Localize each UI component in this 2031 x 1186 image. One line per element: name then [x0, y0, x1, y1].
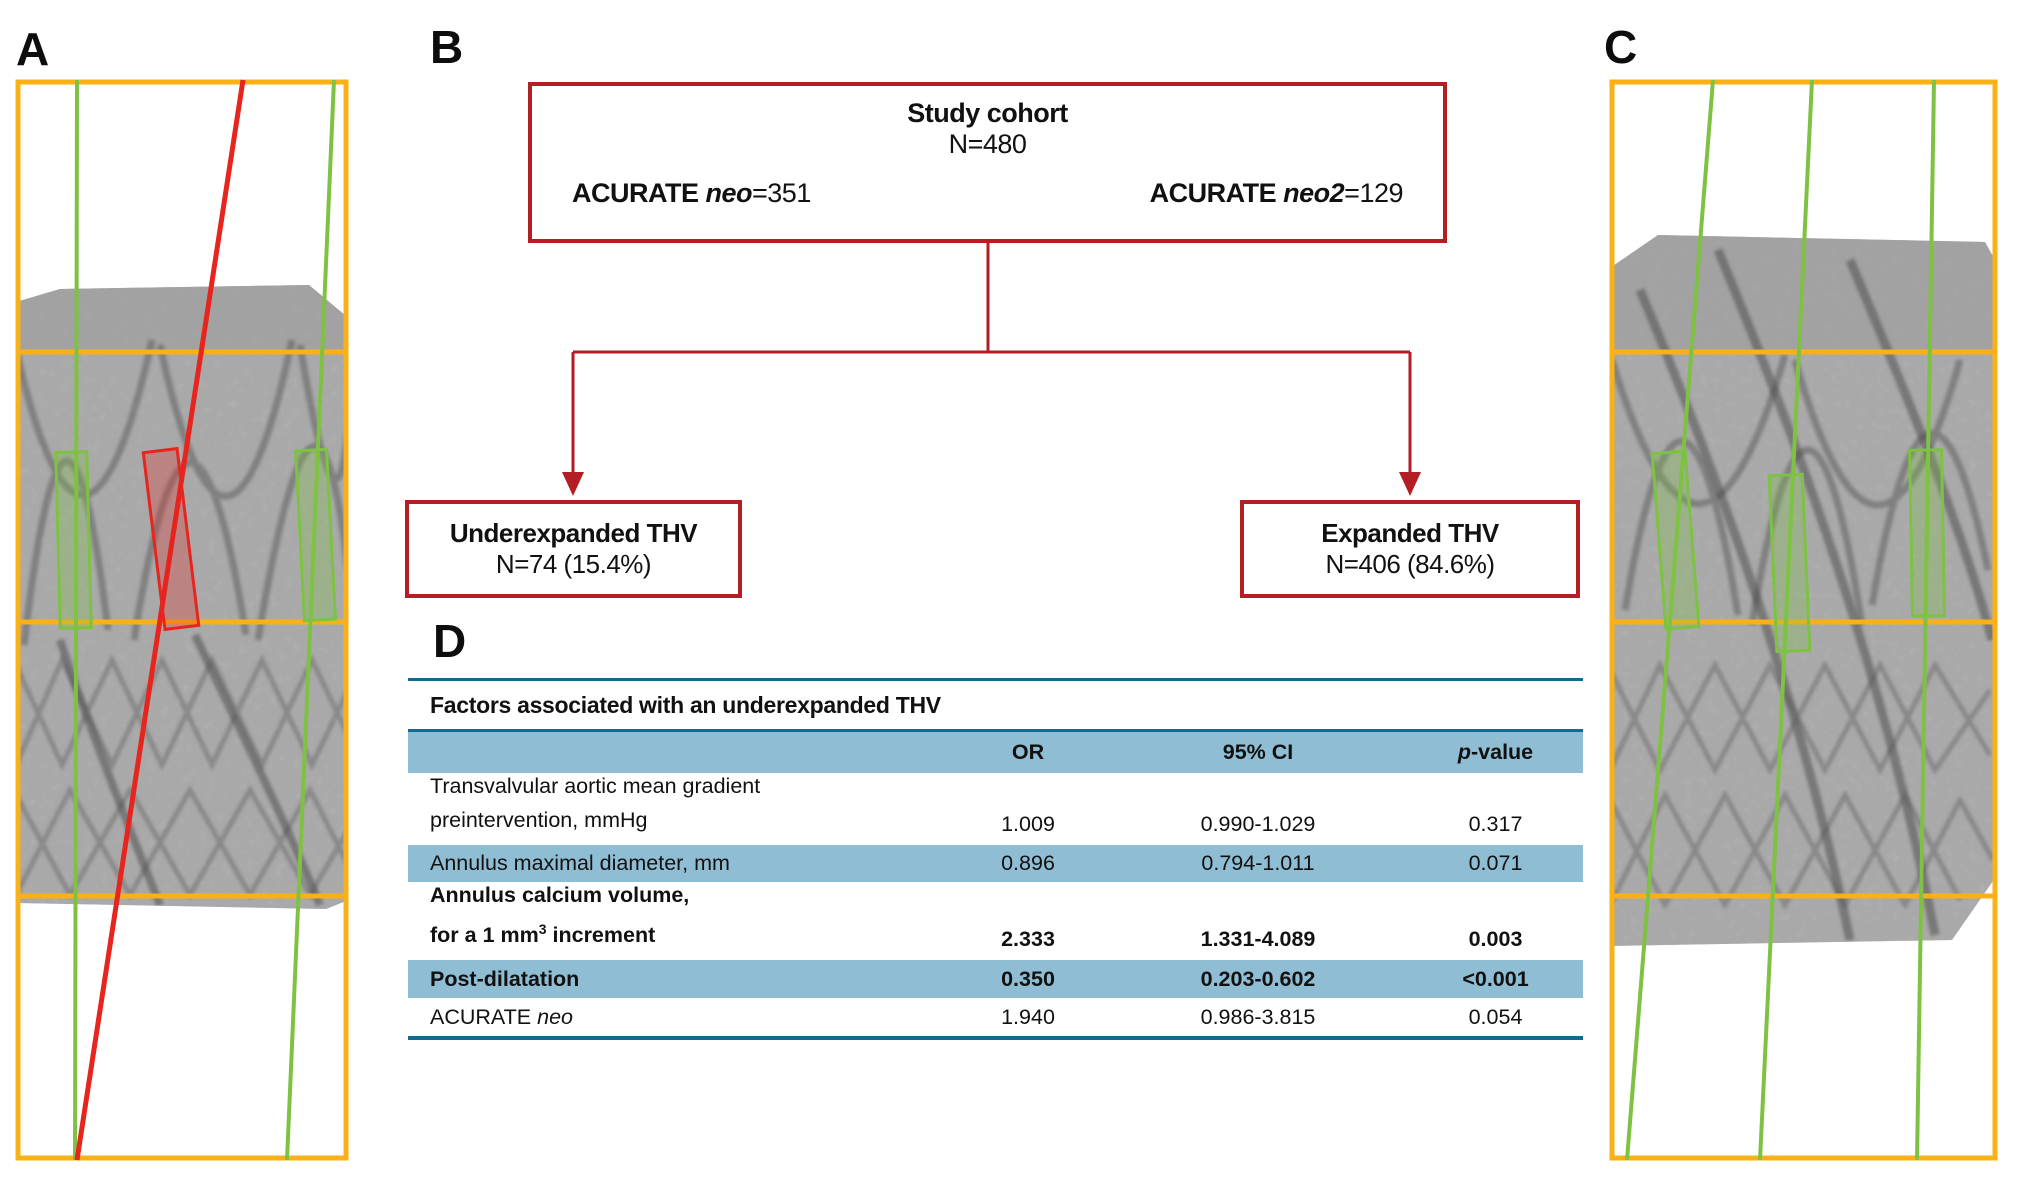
device-split-row: ACURATE neo=351 ACURATE neo2=129 — [532, 178, 1443, 209]
row-label-line2: preintervention, mmHg — [430, 808, 648, 832]
panel-b-label: B — [430, 21, 463, 73]
underexpanded-thv-count: N=74 (15.4%) — [495, 549, 652, 579]
acurate-neo-count: ACURATE neo=351 — [572, 178, 811, 209]
or-value: 1.940 — [1001, 1004, 1055, 1029]
stent-post-marker-green — [293, 447, 338, 623]
arrowhead-right — [1399, 472, 1421, 496]
device-name: ACURATE — [572, 178, 706, 208]
panel-a-label: A — [16, 23, 49, 75]
panel-a-angiogram — [15, 79, 349, 1161]
table-rule-under-title — [408, 729, 1583, 732]
ci-value: 0.203-0.602 — [1200, 966, 1316, 991]
device-name-italic: neo2 — [1283, 178, 1345, 208]
device-count: =129 — [1344, 178, 1403, 208]
factors-table: Factors associated with an underexpanded… — [408, 678, 1583, 1040]
table-rule-top — [408, 678, 1583, 681]
arrowhead-left — [562, 472, 584, 496]
row-label-line1: Annulus calcium volume, — [430, 882, 690, 907]
stent-post-marker-green — [1908, 448, 1946, 618]
expanded-thv-title: Expanded THV — [1321, 518, 1499, 548]
p-value: <0.001 — [1462, 966, 1529, 991]
study-cohort-box: Study cohort N=480 ACURATE neo=351 ACURA… — [528, 82, 1447, 243]
commissure-line-green — [1625, 79, 1715, 1161]
ci-value: 0.794-1.011 — [1201, 851, 1315, 875]
row-label: Annulus calcium volume, for a 1 mm3 incr… — [408, 872, 948, 952]
p-value: 0.003 — [1468, 927, 1523, 951]
commissure-line-green — [73, 79, 79, 1161]
row-label-line2-pre: for a 1 mm — [430, 923, 539, 947]
table-row-acurate-neo: ACURATE neo 1.940 0.986-3.815 0.054 — [408, 998, 1583, 1036]
row-label: Annulus maximal diameter, mm — [430, 851, 730, 875]
table-row-annulus-diameter: Annulus maximal diameter, mm 0.896 0.794… — [408, 845, 1583, 882]
header-p-rest: -value — [1471, 740, 1534, 764]
or-value: 0.896 — [1001, 851, 1055, 875]
table-row-gradient: Transvalvular aortic mean gradient prein… — [408, 773, 1583, 845]
table-header-row: OR 95% CI p-value — [408, 732, 1583, 773]
expanded-thv-box: Expanded THV N=406 (84.6%) — [1240, 500, 1580, 598]
panel-c-angiogram — [1609, 79, 1998, 1161]
or-value: 1.009 — [1001, 812, 1055, 836]
row-label: ACURATE neo — [408, 1005, 948, 1030]
row-label-line2: for a 1 mm3 increment — [430, 912, 948, 952]
xray-image — [16, 285, 346, 909]
table-row-post-dilatation: Post-dilatation 0.350 0.203-0.602 <0.001 — [408, 960, 1583, 998]
panel-c-label: C — [1604, 21, 1637, 73]
ci-value: 1.331-4.089 — [1200, 927, 1316, 951]
p-value: 0.054 — [1468, 1004, 1523, 1029]
row-label-italic: neo — [537, 1004, 573, 1029]
stent-post-marker-green — [1767, 472, 1812, 654]
expanded-thv-count: N=406 (84.6%) — [1325, 549, 1495, 579]
row-label-prefix: ACURATE — [430, 1004, 538, 1029]
underexpanded-thv-title: Underexpanded THV — [449, 518, 698, 548]
row-label-line2-post: increment — [546, 923, 656, 947]
row-label: Transvalvular aortic mean gradient prein… — [408, 763, 948, 837]
ci-value: 0.986-3.815 — [1200, 1004, 1316, 1029]
p-value: 0.071 — [1468, 851, 1523, 875]
stent-post-marker-green — [1650, 449, 1701, 631]
study-cohort-title: Study cohort — [907, 98, 1068, 128]
table-row-calcium-volume: Annulus calcium volume, for a 1 mm3 incr… — [408, 882, 1583, 960]
row-label: Post-dilatation — [430, 966, 580, 991]
panel-d-label: D — [433, 615, 466, 667]
ci-value: 0.990-1.029 — [1200, 812, 1316, 836]
header-ci: 95% CI — [1222, 740, 1294, 764]
or-value: 2.333 — [1001, 927, 1055, 951]
stent-post-marker-red — [141, 446, 201, 632]
device-name-italic: neo — [705, 178, 753, 208]
or-value: 0.350 — [1001, 966, 1055, 991]
study-cohort-count: N=480 — [948, 129, 1027, 159]
commissure-line-green — [1915, 79, 1936, 1161]
device-count: =351 — [752, 178, 811, 208]
misaligned-axis-line-red — [74, 79, 246, 1161]
header-or: OR — [1011, 740, 1045, 764]
commissure-line-green — [1758, 79, 1814, 1161]
device-name: ACURATE — [1149, 178, 1284, 208]
row-label-line1: Transvalvular aortic mean gradient — [430, 774, 761, 798]
acurate-neo2-count: ACURATE neo2=129 — [1149, 178, 1404, 209]
p-value: 0.317 — [1468, 812, 1523, 836]
header-p-value: p-value — [1408, 740, 1583, 765]
row-label-superscript: 3 — [538, 920, 547, 937]
table-rule-bottom — [408, 1036, 1583, 1040]
header-p-italic: p — [1457, 740, 1471, 764]
underexpanded-thv-box: Underexpanded THV N=74 (15.4%) — [405, 500, 742, 598]
table-title: Factors associated with an underexpanded… — [430, 691, 941, 718]
stent-post-marker-green — [54, 450, 93, 630]
